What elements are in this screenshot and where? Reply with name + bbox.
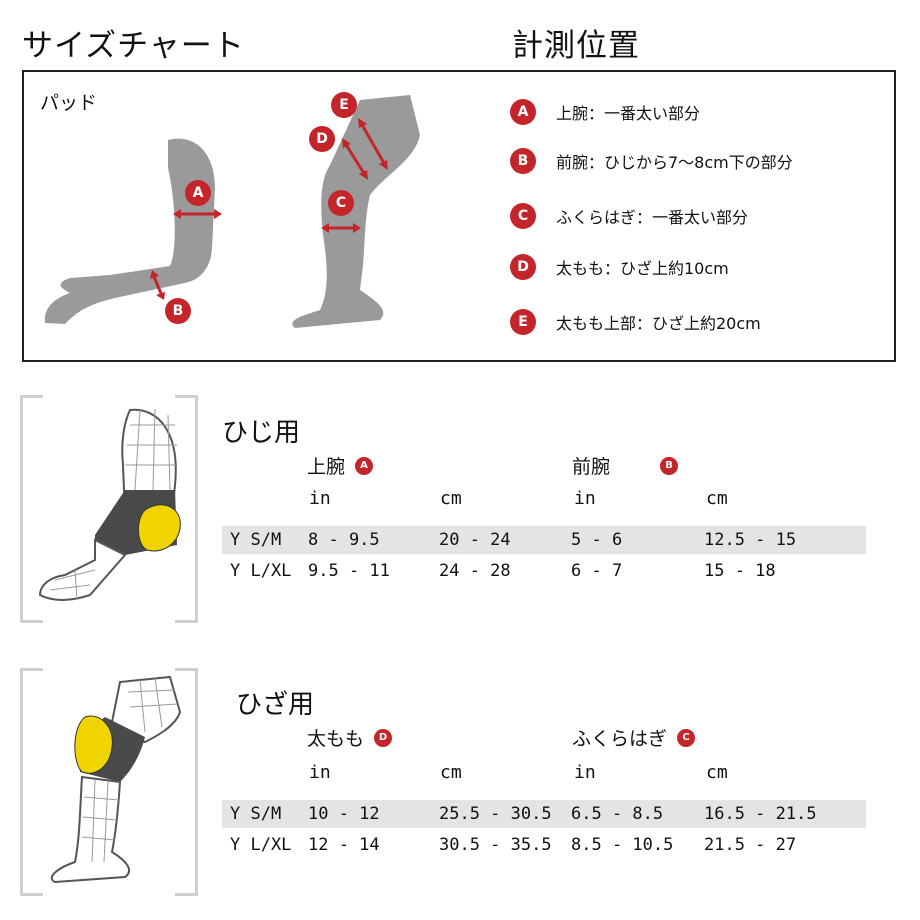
marker-b: B	[165, 298, 191, 324]
elbow-section-title: ひじ用	[222, 418, 301, 448]
knee-unit-in-2: in	[574, 762, 596, 783]
size-chart-title: サイズチャート	[22, 28, 245, 64]
size-cell: Y S/M	[230, 804, 282, 824]
legend-text: ふくらはぎ：一番太い部分	[556, 208, 749, 227]
group-label: 上腕	[307, 456, 346, 478]
knee-bracket-left	[20, 668, 43, 896]
value-cell: 24 - 28	[439, 561, 511, 581]
arm-shape	[44, 138, 215, 324]
elbow-bracket-right	[175, 395, 198, 623]
value-cell: 8.5 - 10.5	[571, 835, 674, 855]
legend-text: 太もも上部：ひざ上約20cm	[556, 314, 761, 333]
value-cell: 15 - 18	[704, 561, 776, 581]
knee-unit-cm-2: cm	[706, 762, 728, 783]
table-row: Y L/XL 12 - 14 30.5 - 35.5 8.5 - 10.5 21…	[222, 831, 866, 859]
measurement-panel	[22, 70, 896, 362]
group-label: ふくらはぎ	[572, 728, 668, 750]
legend-text: 太もも：ひざ上約10cm	[556, 259, 729, 278]
value-cell: 16.5 - 21.5	[704, 804, 817, 824]
value-cell: 5 - 6	[571, 530, 623, 550]
group-label: 太もも	[307, 728, 365, 750]
value-cell: 12 - 14	[308, 835, 380, 855]
legend-badge: C	[510, 203, 536, 229]
group-badge: B	[660, 456, 679, 475]
legend-badge: E	[510, 309, 536, 335]
elbow-unit-cm-1: cm	[440, 488, 462, 509]
marker-c: C	[328, 190, 354, 216]
leg-shape	[292, 95, 420, 328]
elbow-unit-in-1: in	[309, 488, 331, 509]
value-cell: 6 - 7	[571, 561, 623, 581]
leg-diagram	[292, 95, 420, 328]
legend-item-b: B 前腕：ひじから7〜8cm下の部分	[510, 148, 793, 174]
group-badge: A	[355, 456, 374, 475]
elbow-pad-illustration	[38, 408, 181, 601]
legend-item-a: A 上腕：一番太い部分	[510, 99, 700, 125]
knee-section-title: ひざ用	[236, 690, 315, 720]
legend-text: 前腕：ひじから7〜8cm下の部分	[556, 153, 793, 172]
size-cell: Y S/M	[230, 530, 282, 550]
legend-badge: A	[510, 99, 536, 125]
size-cell: Y L/XL	[230, 835, 292, 855]
marker-a: A	[185, 180, 211, 206]
value-cell: 25.5 - 30.5	[439, 804, 552, 824]
pads-label: パッド	[40, 92, 98, 114]
knee-unit-cm-1: cm	[440, 762, 462, 783]
knee-group-calf: ふくらはぎ C	[572, 724, 696, 751]
elbow-group-forearm: 前腕 B	[572, 452, 679, 479]
marker-d: D	[309, 126, 335, 152]
value-cell: 30.5 - 35.5	[439, 835, 552, 855]
legend-item-d: D 太もも：ひざ上約10cm	[510, 254, 729, 280]
group-badge: C	[677, 728, 696, 747]
value-cell: 21.5 - 27	[704, 835, 797, 855]
knee-pad-illustration	[50, 675, 182, 884]
value-cell: 20 - 24	[439, 530, 511, 550]
group-label: 前腕	[572, 456, 611, 478]
legend-item-c: C ふくらはぎ：一番太い部分	[510, 203, 748, 229]
marker-e: E	[331, 92, 357, 118]
table-row: Y S/M 8 - 9.5 20 - 24 5 - 6 12.5 - 15	[222, 526, 866, 554]
knee-unit-in-1: in	[309, 762, 331, 783]
knee-group-thigh: 太もも D	[307, 724, 393, 751]
measure-position-title: 計測位置	[512, 28, 640, 64]
elbow-group-upper-arm: 上腕 A	[307, 452, 374, 479]
elbow-bracket-left	[20, 395, 43, 623]
value-cell: 9.5 - 11	[308, 561, 390, 581]
arm-diagram	[44, 138, 222, 324]
elbow-unit-cm-2: cm	[706, 488, 728, 509]
legend-badge: D	[510, 254, 536, 280]
group-badge: D	[374, 728, 393, 747]
table-row: Y L/XL 9.5 - 11 24 - 28 6 - 7 15 - 18	[222, 557, 866, 585]
legend-badge: B	[510, 148, 536, 174]
legend-item-e: E 太もも上部：ひざ上約20cm	[510, 309, 761, 335]
value-cell: 8 - 9.5	[308, 530, 380, 550]
value-cell: 6.5 - 8.5	[571, 804, 664, 824]
table-row: Y S/M 10 - 12 25.5 - 30.5 6.5 - 8.5 16.5…	[222, 800, 866, 828]
legend-text: 上腕：一番太い部分	[556, 104, 701, 123]
size-cell: Y L/XL	[230, 561, 292, 581]
value-cell: 10 - 12	[308, 804, 380, 824]
elbow-unit-in-2: in	[574, 488, 596, 509]
knee-bracket-right	[175, 668, 198, 896]
value-cell: 12.5 - 15	[704, 530, 797, 550]
